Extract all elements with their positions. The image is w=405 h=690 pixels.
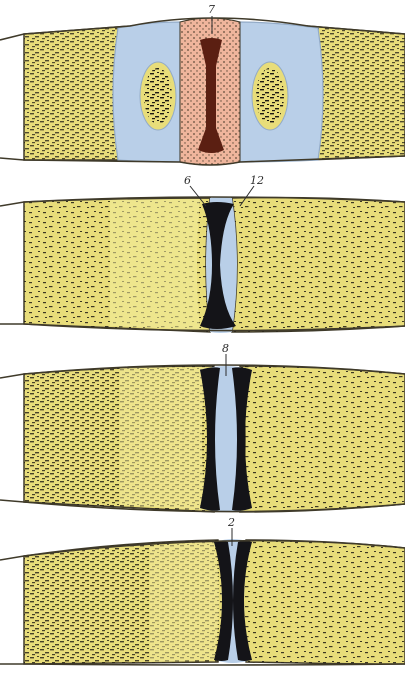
label-2: 2 [227,516,235,529]
bone-left-light [150,541,219,662]
bone-left-light [120,367,206,510]
bone-right-texture [240,366,405,512]
label-6: 6 [184,174,191,187]
panel-1: 7 [0,3,405,165]
bone-left-light [110,199,200,330]
bone-right-texture [232,198,405,333]
outline-bottom [0,664,405,665]
panel-3: 8 [0,342,405,512]
label-12: 12 [250,174,264,187]
label-7: 7 [208,3,215,16]
panel-4: 2 [0,516,405,665]
label-8: 8 [222,342,229,355]
ossification-center-right-texture [256,68,284,124]
panel-2: 6 12 [0,174,405,333]
bone-right-texture [240,540,405,664]
ossification-center-left-texture [144,68,172,124]
